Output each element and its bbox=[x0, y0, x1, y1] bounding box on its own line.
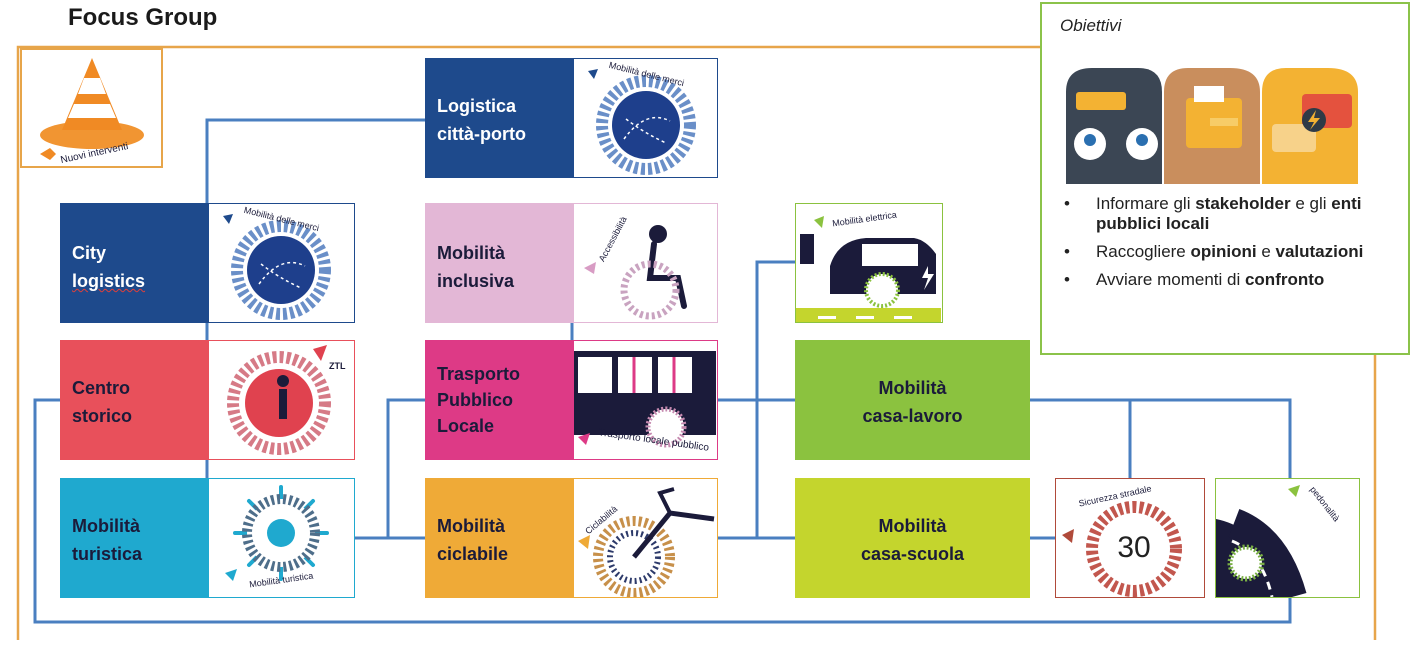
block-label-line2: inclusiva bbox=[437, 271, 515, 291]
block-label-line1: Centro bbox=[72, 378, 130, 398]
bus-icon bbox=[574, 351, 716, 448]
icon-road-safety[interactable]: 30 Sicurezza stradale bbox=[1055, 478, 1205, 598]
icon-city-freight: Mobilità delle merci bbox=[208, 203, 355, 323]
block-label-line1: Mobilità bbox=[878, 516, 947, 536]
block-label-line2: logistics bbox=[72, 271, 146, 291]
compass-wheel-icon bbox=[225, 485, 329, 581]
speed-limit-value: 30 bbox=[1117, 531, 1151, 564]
block-label-line1: City bbox=[72, 243, 107, 263]
block-label-line2: turistica bbox=[72, 544, 143, 564]
objectives-illustration bbox=[1066, 68, 1358, 184]
freight-mobility-icon bbox=[588, 69, 696, 175]
page-title: Focus Group bbox=[68, 4, 218, 31]
icon-pedestrian[interactable]: pedonalità bbox=[1215, 478, 1360, 598]
block-mobilita-ciclabile[interactable]: Mobilità ciclabile bbox=[425, 478, 573, 598]
block-label-line1: Mobilità bbox=[878, 378, 947, 398]
block-mobilita-turistica[interactable]: Mobilità turistica bbox=[60, 478, 208, 598]
objective-item: Informare gli stakeholder e gli enti pub… bbox=[1060, 194, 1400, 234]
icon-freight-port: Mobilità delle merci bbox=[573, 58, 718, 178]
wheelchair-icon bbox=[584, 225, 687, 320]
block-label-line2: storico bbox=[72, 406, 133, 426]
objectives-panel: Obiettivi Informare gli stakeholder e gl… bbox=[1040, 2, 1410, 355]
new-interventions-badge: Nuovi interventi bbox=[20, 48, 163, 168]
block-label-line1: Logistica bbox=[437, 96, 517, 116]
icon-accessibility: Accessibilità bbox=[573, 203, 718, 323]
block-label-line1: Mobilità bbox=[72, 516, 140, 536]
objectives-heading: Obiettivi bbox=[1060, 16, 1122, 35]
objectives-list: Informare gli stakeholder e gli enti pub… bbox=[1060, 194, 1400, 298]
icon-cycling: Ciclabilità bbox=[573, 478, 718, 598]
bicycle-icon bbox=[578, 487, 715, 597]
icon-public-transport: Trasporto locale pubblico bbox=[573, 340, 718, 460]
icon-electric-mobility[interactable]: Mobilità elettrica bbox=[795, 203, 943, 323]
block-label-line2: Pubblico bbox=[437, 390, 513, 410]
block-mobilita-inclusiva[interactable]: Mobilità inclusiva bbox=[425, 203, 573, 323]
block-trasporto-pubblico-locale[interactable]: Trasporto Pubblico Locale bbox=[425, 340, 573, 460]
icon-tourism: Mobilità turistica bbox=[208, 478, 355, 598]
block-label-line2: ciclabile bbox=[437, 544, 509, 564]
block-label-line1: Mobilità bbox=[437, 516, 505, 536]
block-label-line1: Trasporto bbox=[437, 364, 521, 384]
block-label-line3: Locale bbox=[437, 416, 495, 436]
block-label-line2: città-porto bbox=[437, 124, 526, 144]
objective-item: Raccogliere opinioni e valutazioni bbox=[1060, 242, 1400, 262]
block-mobilita-casa-scuola[interactable]: Mobilità casa-scuola bbox=[795, 478, 1030, 598]
freight-mobility-icon bbox=[223, 214, 331, 320]
block-label-line1: Mobilità bbox=[437, 243, 505, 263]
electric-car-icon bbox=[796, 216, 941, 322]
objective-item: Avviare momenti di confronto bbox=[1060, 270, 1400, 290]
block-logistica-citta-porto[interactable]: Logistica città-porto bbox=[425, 58, 573, 178]
speed-limit-icon bbox=[1062, 501, 1182, 597]
block-city-logistics[interactable]: City logistics bbox=[60, 203, 208, 323]
block-label-line2: casa-lavoro bbox=[862, 406, 963, 426]
ztl-walker-icon bbox=[227, 345, 331, 455]
block-mobilita-casa-lavoro[interactable]: Mobilità casa-lavoro bbox=[795, 340, 1030, 460]
pedestrian-road-icon bbox=[1216, 485, 1307, 597]
traffic-cone-icon bbox=[40, 58, 144, 160]
block-label-line2: casa-scuola bbox=[860, 544, 965, 564]
block-centro-storico[interactable]: Centro storico bbox=[60, 340, 208, 460]
icon-caption: ZTL bbox=[329, 361, 346, 371]
icon-ztl: ZTL bbox=[208, 340, 355, 460]
